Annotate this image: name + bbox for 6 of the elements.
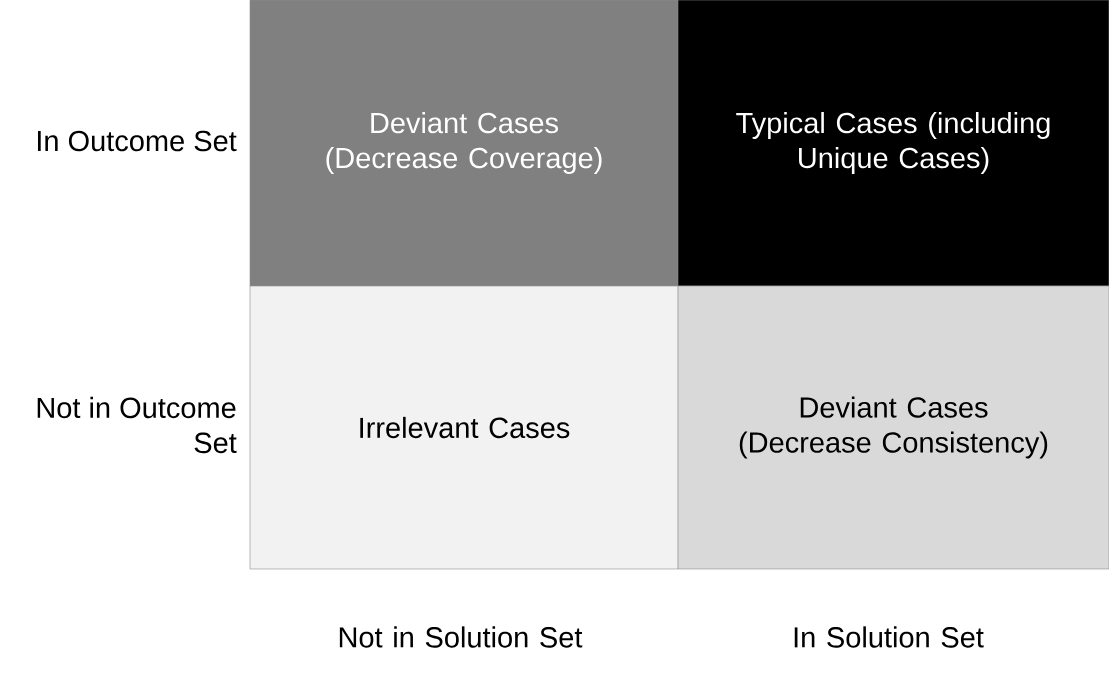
quadrant-cell: Deviant Cases (Decrease Consistency) xyxy=(677,285,1109,570)
quadrant-cell: Typical Cases (including Unique Cases) xyxy=(677,0,1109,287)
axis-label: In Solution Set xyxy=(794,626,984,648)
quadrant-cell: Deviant Cases (Decrease Coverage) xyxy=(249,0,679,287)
axis-label: Not in Solution Set xyxy=(339,626,583,648)
quadrant-cell: Irrelevant Cases xyxy=(249,285,679,570)
